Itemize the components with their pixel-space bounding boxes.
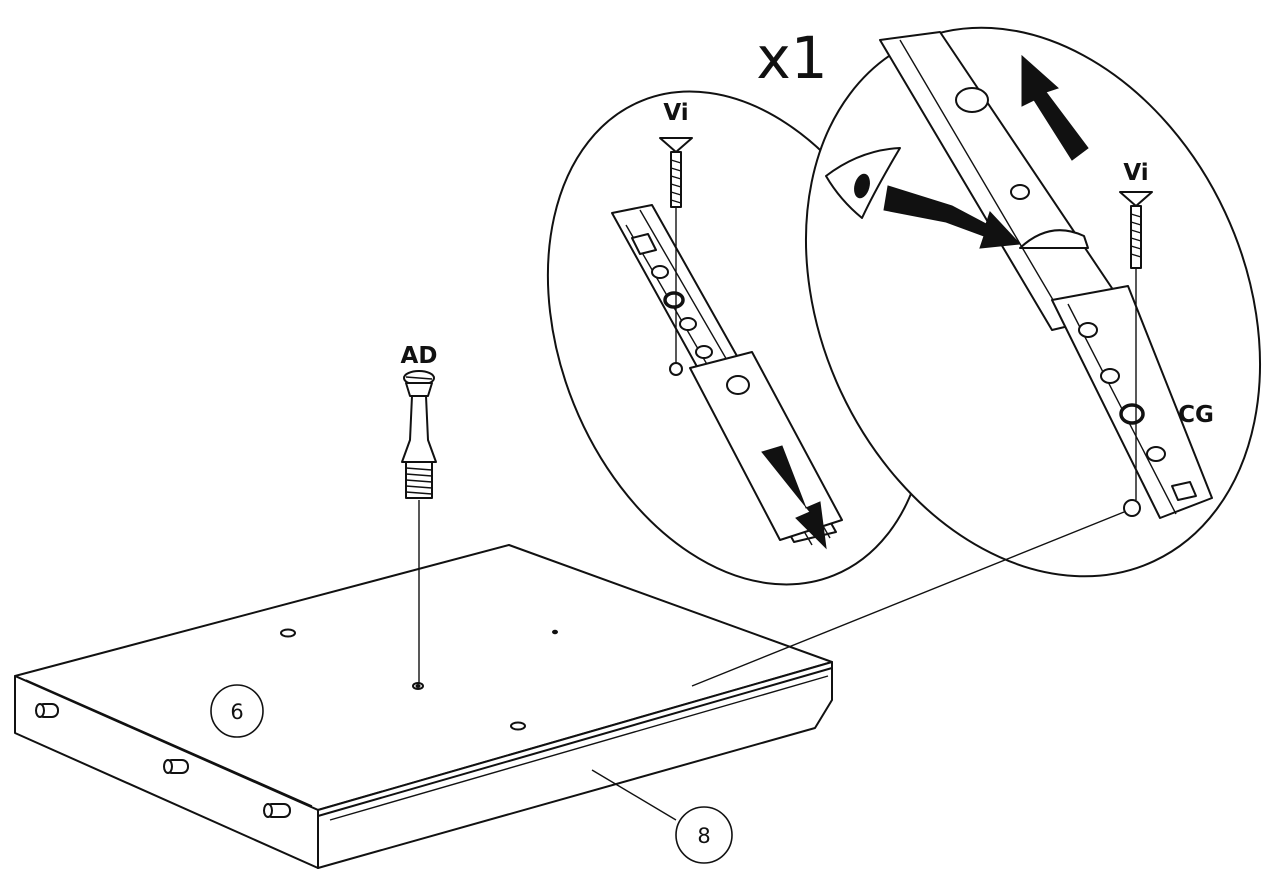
arrow-up-icon bbox=[1021, 54, 1089, 161]
part-label-Vi-right: Vi bbox=[1123, 160, 1148, 186]
dowel-pin bbox=[35, 703, 59, 718]
screw-Vi-right bbox=[1119, 191, 1153, 500]
callout-number-8: 8 bbox=[697, 824, 710, 848]
callout-number-6: 6 bbox=[230, 700, 243, 724]
callout-8: 8 bbox=[591, 769, 733, 864]
drawer-front-panel bbox=[317, 661, 833, 869]
dowel-pin bbox=[263, 803, 291, 818]
callout-6: 6 bbox=[210, 684, 264, 738]
part-label-CG: CG bbox=[1178, 402, 1214, 428]
leader-line bbox=[691, 511, 1125, 687]
eye-icon bbox=[825, 147, 901, 219]
connector-AD bbox=[401, 370, 437, 684]
detail-bubble-right bbox=[805, 26, 1261, 578]
arrow-down-icon bbox=[761, 445, 827, 550]
quantity-label: x1 bbox=[756, 24, 827, 92]
pointer-arrow-icon bbox=[883, 185, 1022, 249]
side-dowels bbox=[35, 703, 291, 818]
panel-holes bbox=[280, 628, 558, 731]
screw-Vi-left bbox=[659, 137, 693, 364]
part-label-Vi-left: Vi bbox=[663, 100, 688, 126]
part-label-AD: AD bbox=[401, 343, 438, 369]
dowel-pin bbox=[163, 759, 189, 774]
